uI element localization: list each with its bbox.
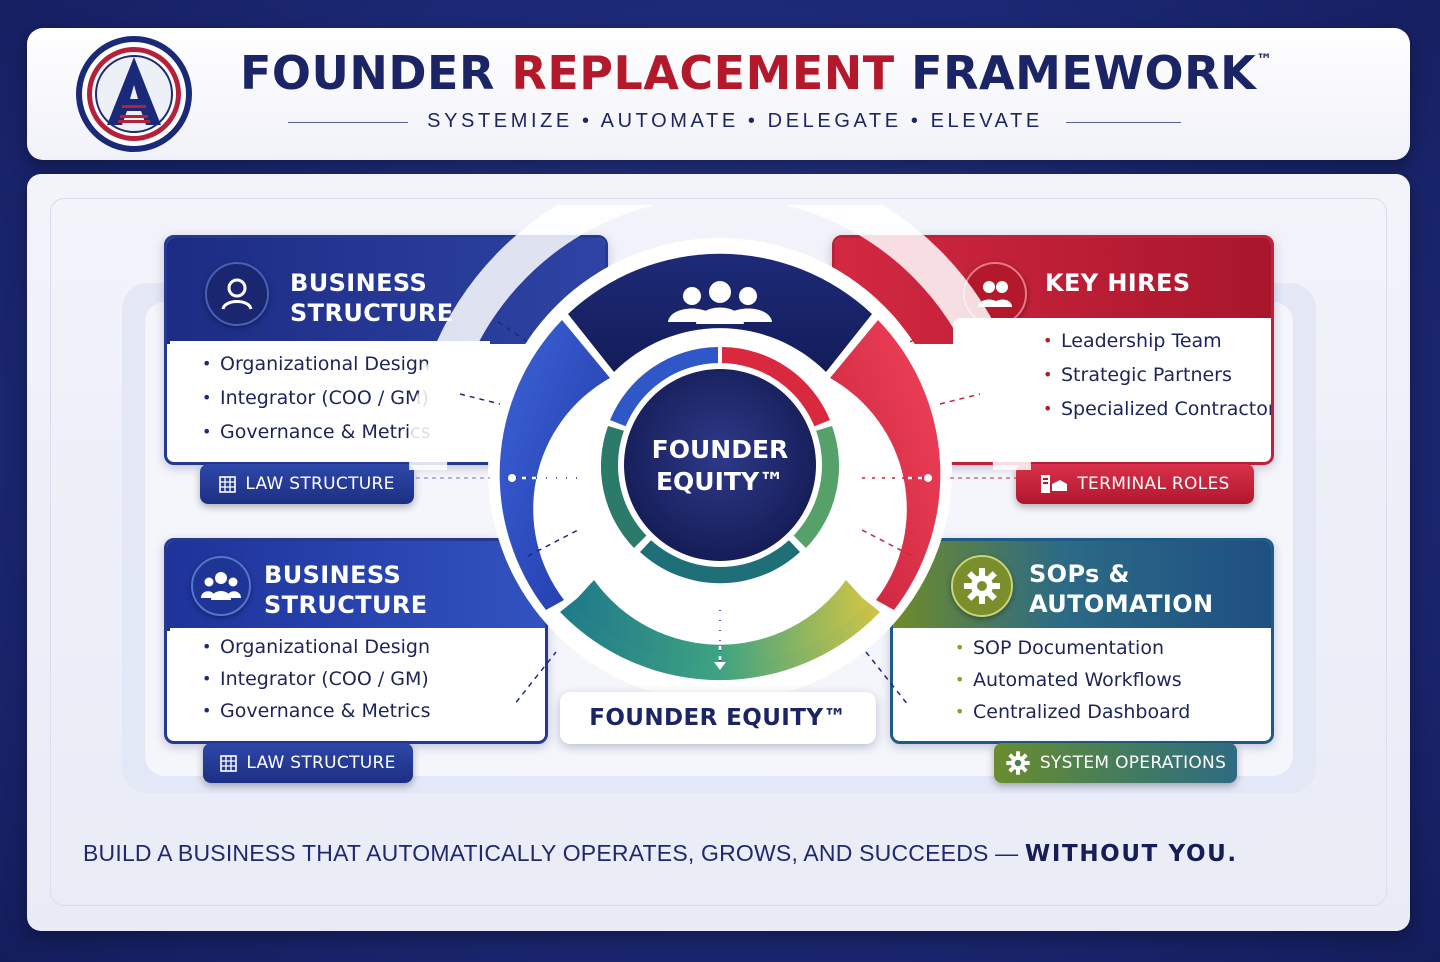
law-structure-tag-top[interactable]: LAW STRUCTURE — [200, 464, 414, 504]
tag-label: SYSTEM OPERATIONS — [1039, 753, 1227, 773]
ring-segment-teal — [640, 535, 800, 584]
list-item: Governance & Metrics — [202, 415, 490, 449]
subtitle-row: SYSTEMIZE • AUTOMATE • DELEGATE • ELEVAT… — [288, 108, 1183, 138]
arrow-down-icon — [714, 662, 726, 670]
tagline-main: BUILD A BUSINESS THAT AUTOMATICALLY OPER… — [83, 840, 1025, 866]
title-part-framework: FRAMEWORK — [894, 46, 1257, 100]
footer-tagline: BUILD A BUSINESS THAT AUTOMATICALLY OPER… — [83, 840, 1363, 872]
tag-label: LAW STRUCTURE — [246, 753, 396, 773]
tag-label: TERMINAL ROLES — [1077, 474, 1230, 494]
connector-dot-left — [508, 474, 516, 482]
list-item: Organizational Design — [202, 347, 490, 381]
core-title-line1: FOUNDER — [652, 435, 789, 464]
title-part-founder: FOUNDER — [240, 46, 512, 100]
white-connectors — [512, 476, 928, 664]
business-structure-card-top: BUSINESS STRUCTURE Organizational Design… — [164, 235, 608, 465]
sops-automation-card: SOPs & AUTOMATION SOP Documentation Auto… — [890, 538, 1274, 744]
card-bullet-list: SOP Documentation Automated Workflows Ce… — [893, 628, 1271, 728]
card-title-line2: AUTOMATION — [1029, 590, 1214, 618]
list-item: Strategic Partners — [1043, 358, 1271, 392]
list-item: SOP Documentation — [955, 632, 1271, 664]
law-structure-tag-bottom[interactable]: LAW STRUCTURE — [203, 743, 413, 783]
card-title: KEY HIRES — [1045, 269, 1191, 297]
grid-icon — [220, 754, 238, 772]
core-title-line2: EQUITY™ — [656, 467, 784, 496]
card-title-line1: BUSINESS — [264, 561, 402, 589]
list-item: Specialized Contractors — [1043, 392, 1271, 426]
card-title-line1: BUSINESS — [290, 269, 428, 297]
connector-dot-right — [924, 474, 932, 482]
subtitle-divider-left — [288, 122, 408, 123]
tagline-emphasis: WITHOUT YOU. — [1024, 841, 1238, 867]
core-circle — [624, 369, 816, 561]
gear-icon — [951, 555, 1013, 617]
person-icon — [205, 262, 269, 326]
card-title-line2: STRUCTURE — [264, 591, 428, 619]
card-bullet-list: Organizational Design Integrator (COO / … — [170, 341, 490, 449]
list-item: Leadership Team — [1043, 324, 1271, 358]
card-body: Organizational Design Integrator (COO / … — [170, 628, 545, 740]
card-title-line1: SOPs & — [1029, 560, 1130, 588]
header-banner — [27, 28, 1410, 160]
card-body: SOP Documentation Automated Workflows Ce… — [893, 628, 1271, 740]
list-item: Automated Workflows — [955, 664, 1271, 696]
card-title: BUSINESS STRUCTURE — [264, 560, 428, 620]
list-item: Integrator (COO / GM) — [202, 663, 545, 695]
team-icon — [191, 556, 251, 616]
title-part-replacement: REPLACEMENT — [511, 46, 895, 100]
wheel-segment-left — [499, 320, 610, 610]
trademark-mark: ™ — [1256, 50, 1273, 69]
card-title-line2: STRUCTURE — [290, 299, 454, 327]
wheel-halo — [409, 205, 1031, 471]
founder-equity-label: FOUNDER EQUITY™ — [560, 692, 876, 744]
gear-icon — [1006, 751, 1030, 775]
list-item: Organizational Design — [202, 631, 545, 663]
wheel-segment-bottom — [560, 596, 880, 681]
wheel-segment-bottom-inner — [572, 580, 868, 666]
terminal-roles-tag[interactable]: TERMINAL ROLES — [1016, 464, 1254, 504]
brand-logo — [76, 36, 192, 152]
system-operations-tag[interactable]: SYSTEM OPERATIONS — [994, 743, 1237, 783]
grid-icon — [219, 475, 237, 493]
wheel-segment-right — [830, 320, 941, 610]
tag-label: LAW STRUCTURE — [245, 474, 395, 494]
stacked-hands-icon — [1041, 475, 1068, 493]
page-title: FOUNDER REPLACEMENT FRAMEWORK™ — [240, 46, 1280, 102]
card-title: BUSINESS STRUCTURE — [290, 268, 454, 328]
founder-equity-wheel: FOUNDER EQUITY™ — [409, 205, 1031, 705]
card-bullet-list: Organizational Design Integrator (COO / … — [170, 628, 545, 727]
list-item: Governance & Metrics — [202, 695, 545, 727]
list-item: Centralized Dashboard — [955, 696, 1271, 728]
business-structure-card-bottom: BUSINESS STRUCTURE Organizational Design… — [164, 538, 548, 744]
subtitle-divider-right — [1066, 122, 1181, 123]
subtitle: SYSTEMIZE • AUTOMATE • DELEGATE • ELEVAT… — [427, 110, 1043, 132]
group-icon — [668, 281, 772, 324]
card-title: SOPs & AUTOMATION — [1029, 559, 1213, 619]
card-bullet-list: Leadership Team Strategic Partners Speci… — [953, 318, 1271, 426]
panel-inner-border — [50, 198, 1387, 906]
list-item: Integrator (COO / GM) — [202, 381, 490, 415]
